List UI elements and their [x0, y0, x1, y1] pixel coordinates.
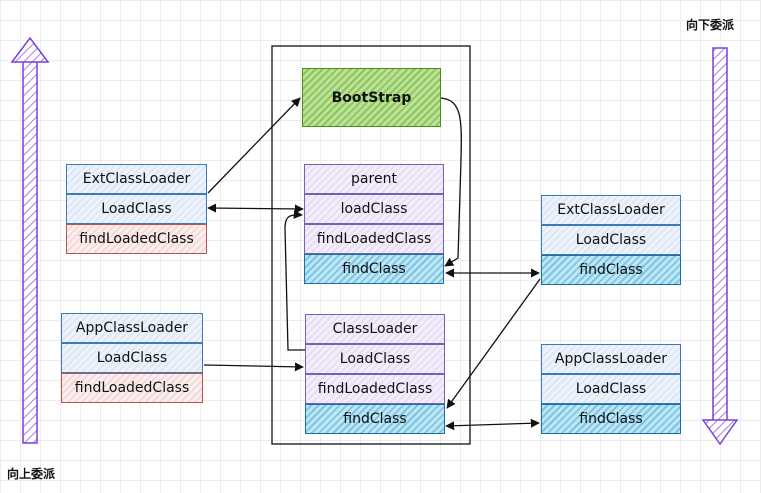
left-ext-findloadedclass: findLoadedClass — [66, 224, 207, 254]
center-cl-loadclass-box: LoadClass — [305, 344, 445, 374]
center-cl-findloadedclass-box: findLoadedClass — [305, 374, 445, 404]
right-app-loadclass: LoadClass — [541, 374, 681, 404]
right-extclassloader-title: ExtClassLoader — [541, 195, 681, 225]
down-arrow-icon — [701, 47, 739, 446]
center-loadclass-box: loadClass — [304, 194, 444, 224]
right-app-findclass: findClass — [541, 404, 681, 434]
left-ext-loadclass: LoadClass — [66, 194, 207, 224]
right-ext-loadclass: LoadClass — [541, 225, 681, 255]
center-classloader-box: ClassLoader — [305, 314, 445, 344]
delegate-down-label: 向下委派 — [686, 18, 735, 32]
bootstrap-box: BootStrap — [302, 68, 441, 127]
delegate-up-label: 向上委派 — [7, 467, 56, 481]
center-parent-box: parent — [304, 164, 444, 194]
right-appclassloader-title: AppClassLoader — [541, 344, 681, 374]
left-app-findloadedclass: findLoadedClass — [61, 373, 203, 403]
center-findclass-box: findClass — [304, 254, 444, 284]
up-arrow-icon — [10, 36, 50, 444]
center-cl-findclass-box: findClass — [305, 404, 445, 434]
left-app-loadclass: LoadClass — [61, 343, 203, 373]
left-extclassloader-title: ExtClassLoader — [66, 164, 207, 194]
left-appclassloader-title: AppClassLoader — [61, 313, 203, 343]
right-ext-findclass: findClass — [541, 255, 681, 285]
center-findloadedclass-box: findLoadedClass — [304, 224, 444, 254]
center-container — [271, 45, 471, 445]
